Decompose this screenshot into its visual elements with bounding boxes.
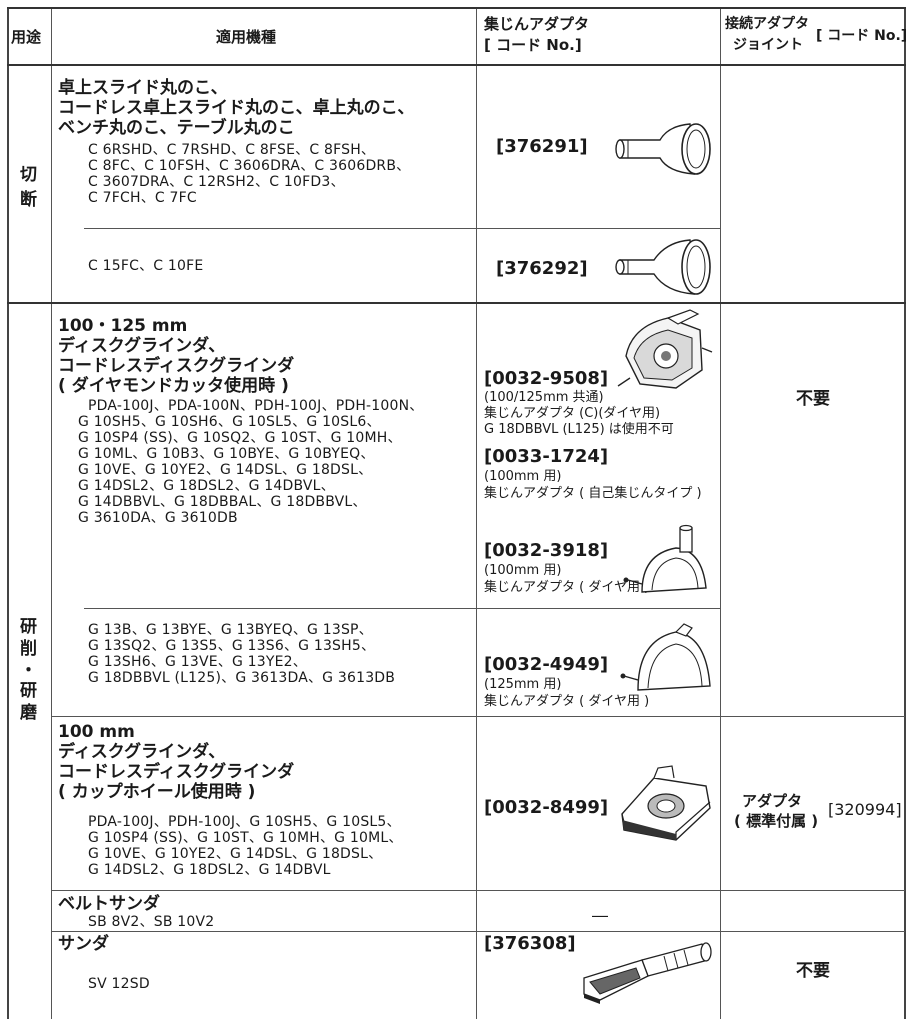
r3-title-1: 100・125 mm [58,316,188,336]
r5-title-2: ディスクグラインダ、 [58,742,226,762]
r5-joint-2: ( 標準付属 ) [734,812,819,830]
r7-models: SV 12SD [88,976,150,992]
header-joint-line1: 接続アダプタ [725,16,809,32]
r3-code-c: [0032-3918] [484,540,609,561]
adapter-376292-illustration [615,239,711,295]
border-right [904,7,906,1019]
adapter-0032-4949-illustration [620,623,711,691]
adapter-0032-3918-illustration [623,524,707,593]
r3-models-3: G 10SP4 (SS)、G 10SQ2、G 10ST、G 10MH、 [78,430,402,446]
border-top [7,7,906,9]
r3-note-b-1: (100mm 用) [484,469,562,484]
r5-title-4: ( カップホイール使用時 ) [58,782,256,802]
r4-note-2: 集じんアダプタ ( ダイヤ用 ) [484,694,650,709]
r1-title-1: 卓上スライド丸のこ、 [58,78,228,98]
r5-joint-1: アダプタ [742,792,803,810]
r3-models-7: G 14DBBVL、G 18DBBAL、G 18DBBVL、 [78,494,367,510]
category-grinding-4: 研 [20,681,37,701]
r4-models-4: G 18DBBVL (L125)、G 3613DA、G 3613DB [88,670,396,686]
r6-code-dash: ― [592,906,608,925]
col-divider-1 [51,7,52,1019]
rule-r1-r2-models [84,228,476,229]
header-use: 用途 [11,28,42,46]
category-grinding-5: 磨 [20,703,37,723]
r4-code: [0032-4949] [484,654,609,675]
header-adapter-line2: [ コード No.] [484,36,582,54]
r3-title-4: ( ダイヤモンドカッタ使用時 ) [58,376,289,396]
r1-models-4: C 7FCH、C 7FC [88,190,197,206]
r3-note-c-2: 集じんアダプタ ( ダイヤ用 ) [484,580,650,595]
category-cutting-1: 切 [20,165,37,185]
header-joint-code: [ コード No.] [816,28,908,44]
r3-note-c-1: (100mm 用) [484,563,562,578]
r1-title-3: ベンチ丸のこ、テーブル丸のこ [58,118,295,138]
r1-title-2: コードレス卓上スライド丸のこ、卓上丸のこ、 [58,98,415,118]
r3-code-b: [0033-1724] [484,446,609,467]
r3-models-1: PDA-100J、PDA-100N、PDH-100J、PDH-100N、 [88,398,424,414]
joint-none-upper: 不要 [796,389,830,409]
rule-r1-r2-code [477,228,720,229]
r3-models-6: G 14DSL2、G 18DSL2、G 14DBVL、 [78,478,335,494]
rule-joint-r5-top [720,716,905,717]
category-grinding-3: ・ [20,661,37,681]
r7-code: [376308] [484,933,576,954]
r2-models: C 15FC、C 10FE [88,258,204,274]
r3-models-8: G 3610DA、G 3610DB [78,510,238,526]
r1-code: [376291] [496,136,588,157]
r5-title-3: コードレスディスクグラインダ [58,762,295,782]
r3-note-a-2: 集じんアダプタ (C)(ダイヤ用) [484,406,661,421]
category-grinding-2: 削 [20,639,37,659]
r2-code: [376292] [496,258,588,279]
adapter-376308-illustration [583,942,712,1004]
r6-models: SB 8V2、SB 10V2 [88,914,215,930]
r6-title: ベルトサンダ [58,894,160,914]
header-models: 適用機種 [216,28,277,46]
r5-code: [0032-8499] [484,797,609,818]
col-divider-3 [720,7,721,1019]
r3-code-a: [0032-9508] [484,368,609,389]
rule-cutting-end [7,302,906,304]
header-rule [7,64,906,66]
rule-r6-r7 [52,931,905,932]
r4-models-3: G 13SH6、G 13VE、G 13YE2、 [88,654,307,670]
header-joint-line2: ジョイント [733,37,803,53]
rule-r5-r6 [52,890,905,891]
r5-models-3: G 10VE、G 10YE2、G 14DSL、G 18DSL、 [88,846,383,862]
r1-models-1: C 6RSHD、C 7RSHD、C 8FSE、C 8FSH、 [88,142,376,158]
r7-joint: 不要 [796,961,830,981]
r5-title-1: 100 mm [58,722,135,742]
r3-note-a-1: (100/125mm 共通) [484,390,604,405]
col-divider-2 [476,7,477,1019]
rule-r3-r4-code [477,608,720,609]
r5-joint-code: [320994] [828,800,902,819]
header-adapter-line1: 集じんアダプタ [484,15,590,33]
r5-models-4: G 14DSL2、G 18DSL2、G 14DBVL [88,862,331,878]
adapter-376291-illustration [615,123,711,175]
r7-title: サンダ [58,934,109,954]
adapter-0032-9508-illustration [617,309,713,389]
r5-models-1: PDA-100J、PDH-100J、G 10SH5、G 10SL5、 [88,814,401,830]
r5-models-2: G 10SP4 (SS)、G 10ST、G 10MH、G 10ML、 [88,830,403,846]
category-grinding-1: 研 [20,617,37,637]
adapter-0032-8499-illustration [621,765,711,841]
border-left [7,7,9,1019]
category-cutting-2: 断 [20,190,37,210]
r3-title-2: ディスクグラインダ、 [58,336,226,356]
r3-models-2: G 10SH5、G 10SH6、G 10SL5、G 10SL6、 [78,414,381,430]
r3-models-5: G 10VE、G 10YE2、G 14DSL、G 18DSL、 [78,462,373,478]
r1-models-2: C 8FC、C 10FSH、C 3606DRA、C 3606DRB、 [88,158,411,174]
r4-models-1: G 13B、G 13BYE、G 13BYEQ、G 13SP、 [88,622,373,638]
r4-models-2: G 13SQ2、G 13S5、G 13S6、G 13SH5、 [88,638,376,654]
rule-r3-r4-models [84,608,476,609]
rule-r4-r5 [52,716,720,717]
r3-note-a-3: G 18DBBVL (L125) は使用不可 [484,422,674,437]
r1-models-3: C 3607DRA、C 12RSH2、C 10FD3、 [88,174,345,190]
r3-title-3: コードレスディスクグラインダ [58,356,295,376]
r3-note-b-2: 集じんアダプタ ( 自己集じんタイプ ) [484,486,702,501]
r4-note-1: (125mm 用) [484,677,562,692]
r3-models-4: G 10ML、G 10B3、G 10BYE、G 10BYEQ、 [78,446,375,462]
